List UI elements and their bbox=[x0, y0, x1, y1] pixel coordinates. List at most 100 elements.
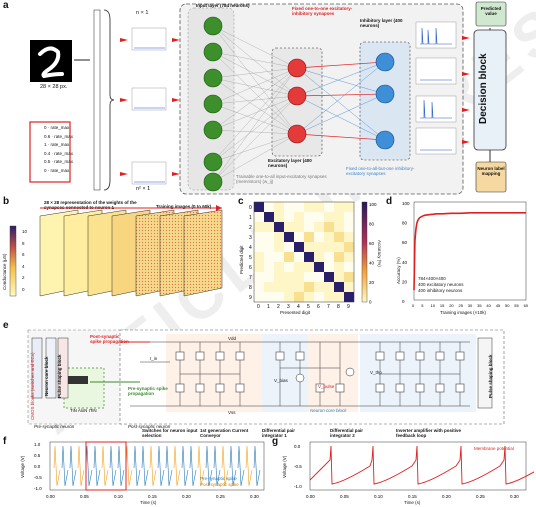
memristor-box bbox=[63, 367, 105, 409]
current-conveyor-area bbox=[166, 334, 262, 412]
cm-ytick: 3 bbox=[249, 235, 252, 241]
panel-g-xlabel: Time (s) bbox=[404, 500, 421, 505]
cm-ytick: 4 bbox=[249, 245, 252, 251]
cm-cell bbox=[254, 202, 264, 212]
cm-cell bbox=[264, 282, 274, 292]
flow-arrows bbox=[120, 36, 470, 176]
cm-xtick: 3 bbox=[287, 304, 290, 310]
cm-cell bbox=[294, 282, 304, 292]
cm-cell bbox=[254, 292, 264, 302]
cm-cell bbox=[264, 292, 274, 302]
cm-cell bbox=[274, 222, 284, 232]
current-source-2 bbox=[345, 367, 355, 377]
dpi2-label: Differential pair integrator 2 bbox=[330, 428, 364, 438]
cm-cell bbox=[304, 282, 314, 292]
inhibitory-neurons bbox=[375, 52, 395, 150]
cm-cell bbox=[274, 232, 284, 242]
cm-cell bbox=[344, 262, 354, 272]
cm-cell bbox=[294, 242, 304, 252]
g-xtick: 0.30 bbox=[510, 494, 519, 499]
spike-mark bbox=[109, 445, 117, 487]
cm-cell bbox=[254, 252, 264, 262]
cm-cell bbox=[314, 222, 324, 232]
cm-cell bbox=[344, 202, 354, 212]
cm-xtick: 5 bbox=[307, 304, 310, 310]
panel-g-ylabel: Voltage (V) bbox=[282, 455, 287, 478]
membrane-trace bbox=[309, 445, 534, 485]
cm-cell bbox=[334, 212, 344, 222]
acc-xtick: 55 bbox=[514, 303, 519, 308]
cm-xtick: 4 bbox=[297, 304, 300, 310]
f-ytick: 0.0 bbox=[34, 464, 41, 469]
cm-cell bbox=[304, 292, 314, 302]
cm-xtick: 2 bbox=[277, 304, 280, 310]
cm-cell bbox=[324, 222, 334, 232]
neuron-core-small bbox=[45, 337, 57, 399]
cm-cell bbox=[264, 202, 274, 212]
cm-cell bbox=[254, 232, 264, 242]
cmos-label: CMOS blocks (switches and ECs) bbox=[30, 352, 35, 420]
cm-xtick: 9 bbox=[347, 304, 350, 310]
cm-cell bbox=[334, 282, 344, 292]
spike-mark bbox=[53, 445, 61, 487]
spike-mark bbox=[237, 445, 245, 487]
pulse-shaping-block bbox=[477, 337, 493, 409]
acc-xtick: 35 bbox=[477, 303, 482, 308]
cm-cell bbox=[334, 292, 344, 302]
cm-cell bbox=[334, 262, 344, 272]
f-ytick: -0.5 bbox=[34, 475, 42, 480]
cm-cell bbox=[324, 272, 334, 282]
cm-cell bbox=[254, 242, 264, 252]
panel-c-xlabel: Presented digit bbox=[280, 310, 311, 315]
acc-xtick: 40 bbox=[486, 303, 491, 308]
cm-cell bbox=[264, 222, 274, 232]
spike-mark bbox=[245, 445, 253, 487]
cm-cell bbox=[294, 212, 304, 222]
vbias-label: V_bias bbox=[274, 378, 288, 383]
confusion-cells bbox=[254, 202, 354, 302]
cm-cell bbox=[274, 272, 284, 282]
cmos-block bbox=[31, 337, 43, 399]
predicted-value-label: Predicted value bbox=[480, 6, 502, 16]
cm-cell bbox=[334, 252, 344, 262]
cm-cell bbox=[314, 262, 324, 272]
panel-g-legend: Membrane potential bbox=[474, 446, 514, 451]
acc-xtick: 20 bbox=[449, 303, 454, 308]
cm-cell bbox=[284, 262, 294, 272]
cm-cell bbox=[294, 292, 304, 302]
colorbar-c bbox=[361, 201, 368, 303]
cm-xtick: 6 bbox=[317, 304, 320, 310]
current-source bbox=[295, 373, 305, 383]
cm-cell bbox=[314, 242, 324, 252]
neuron-core-label: Neuron core block bbox=[44, 356, 49, 396]
f-ytick: 1.0 bbox=[34, 442, 41, 447]
pulse-shaping-label-left: Pulse shaping block bbox=[57, 354, 62, 398]
cm-cell bbox=[274, 292, 284, 302]
cm-cell bbox=[274, 242, 284, 252]
vpulse-label: V_pulse bbox=[318, 384, 335, 389]
spike-mark bbox=[69, 445, 77, 487]
colorbar-label-b: Conductance (μS) bbox=[2, 253, 7, 290]
g-ytick: 0.0 bbox=[294, 444, 301, 449]
acc-ytick: 100 bbox=[402, 201, 410, 206]
cm-cell bbox=[344, 282, 354, 292]
cm-cell bbox=[304, 262, 314, 272]
fixed-one-to-all-label: Fixed one-to-all-but-one inhibitory-exci… bbox=[346, 166, 415, 176]
f-xtick: 0.20 bbox=[182, 494, 191, 499]
panel-d-ylabel: Accuracy (%) bbox=[396, 257, 401, 284]
cm-cell bbox=[284, 282, 294, 292]
exc-inh-connections bbox=[296, 61, 386, 141]
cm-cell bbox=[294, 232, 304, 242]
panel-f-xlabel: Time (s) bbox=[140, 500, 157, 505]
f-xtick: 0.25 bbox=[216, 494, 225, 499]
cm-cbar-tick: 40 bbox=[369, 261, 375, 266]
cm-cell bbox=[294, 262, 304, 272]
f-xtick: 0.05 bbox=[80, 494, 89, 499]
spike-mark bbox=[157, 445, 165, 487]
pre-neuron-label: Pre-synaptic neuron bbox=[34, 424, 75, 429]
predicted-value-box bbox=[475, 1, 507, 27]
cm-cell bbox=[284, 242, 294, 252]
cm-cell bbox=[264, 262, 274, 272]
cm-cell bbox=[314, 282, 324, 292]
